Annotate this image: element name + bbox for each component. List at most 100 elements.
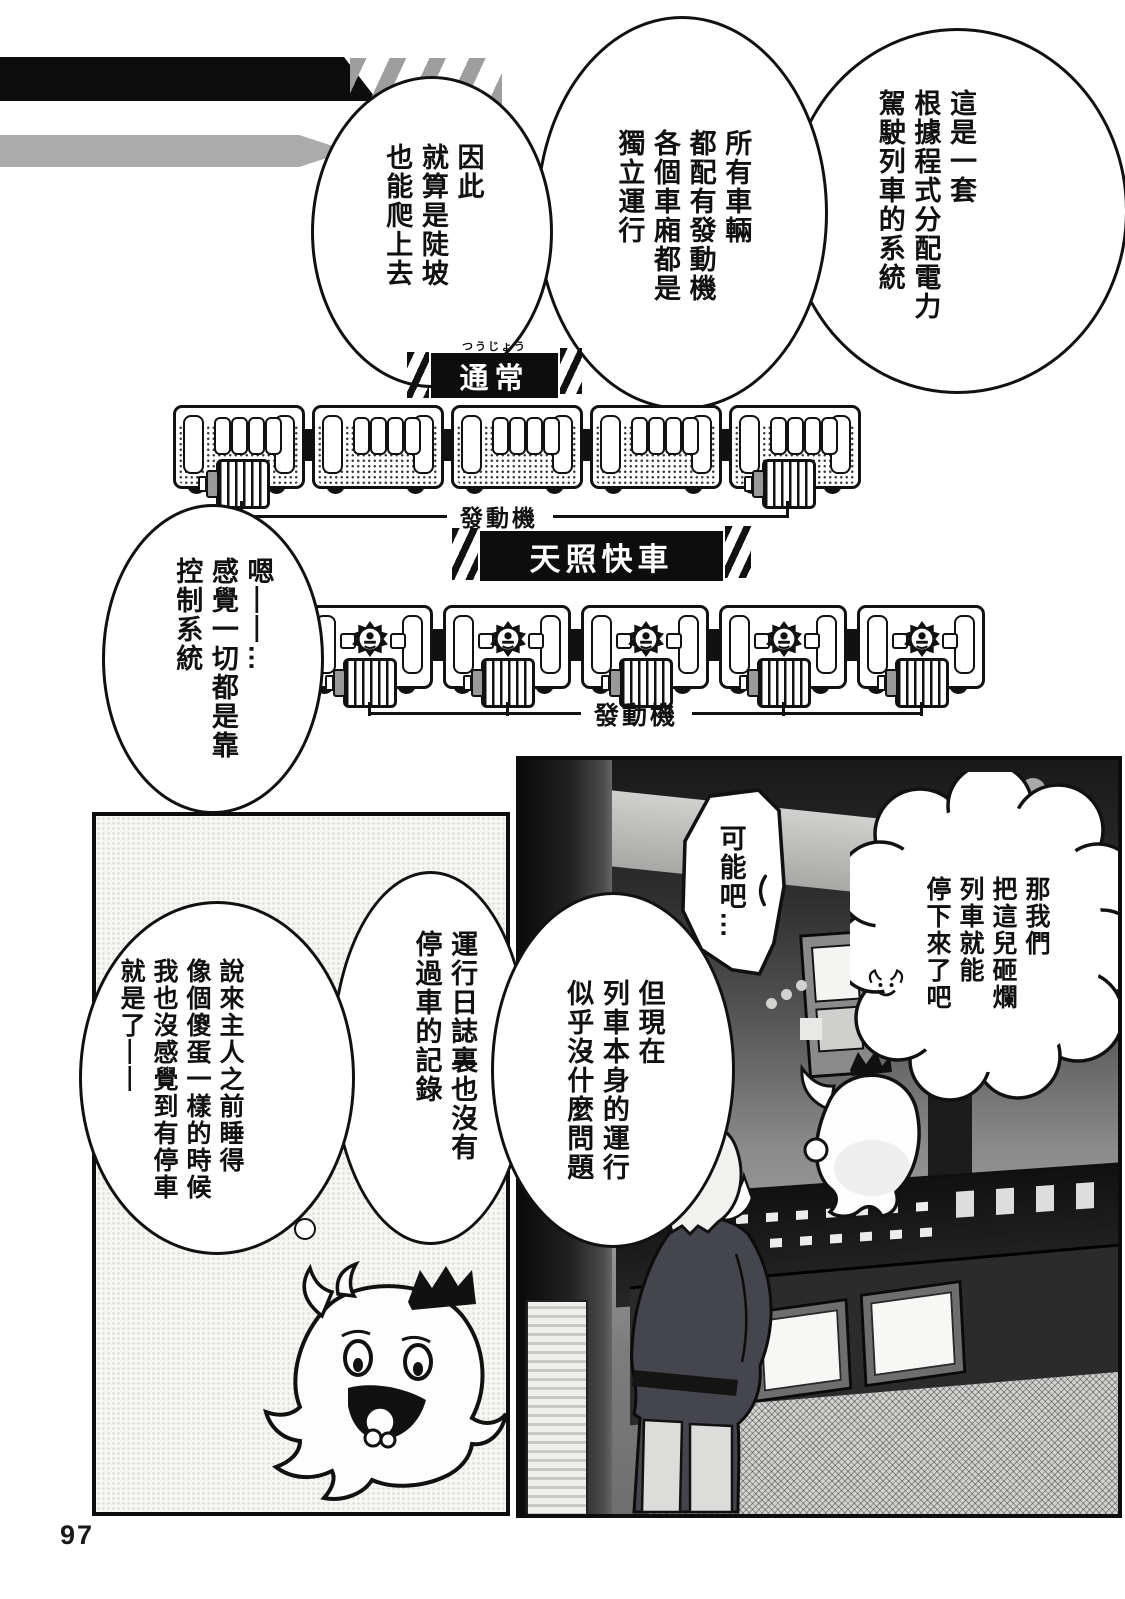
speed-band-gray — [0, 135, 348, 167]
hazard-stripes-icon — [407, 352, 429, 398]
engine-unit-icon — [601, 658, 673, 708]
label-express: 天照快車 — [480, 531, 723, 581]
sun-emblem-icon — [766, 621, 802, 657]
bubble-text: 因此 就算是陡坡 也能爬上去 — [382, 143, 484, 288]
sun-emblem-icon — [352, 621, 388, 657]
bracket-line — [553, 515, 789, 518]
bracket-line — [242, 515, 454, 518]
engine-unit-icon — [744, 459, 816, 509]
bracket-line — [920, 702, 923, 716]
panel-control-room: 那我們 把這兒砸爛 列車就能 停下來了吧 可能吧… — [516, 756, 1122, 1518]
speech-bubble-status: 但現在 列車本身的運行 似乎沒什麼問題 — [491, 892, 735, 1248]
speech-bubble-sleep: 說來主人之前睡得 像個傻蛋一樣的時候 我也沒感覺到有停車 就是了—— — [79, 901, 355, 1255]
car-window-icon — [387, 417, 404, 455]
hazard-stripes-icon — [725, 526, 751, 578]
engine-unit-icon — [877, 658, 949, 708]
speed-band-black — [0, 57, 378, 101]
car-window-icon — [821, 417, 838, 455]
car-door-icon — [600, 415, 621, 474]
car-coupler — [707, 629, 720, 661]
speech-bubble-log: 運行日誌裏也沒有 停過車的記錄 — [331, 871, 530, 1245]
console-screen — [859, 1279, 967, 1388]
car-coupler — [569, 629, 582, 661]
devil-face-icon — [868, 969, 904, 997]
bracket-line — [692, 712, 921, 715]
car-window-icon — [666, 633, 682, 649]
label-normal-furigana: つうじょう — [462, 341, 527, 353]
indicator-lamp-icon — [781, 989, 792, 1000]
thought-circle-icon — [294, 1218, 316, 1240]
car-window-icon — [248, 417, 265, 455]
car-window-icon — [787, 417, 804, 455]
car-window-icon — [631, 417, 648, 455]
car-window-icon — [492, 417, 509, 455]
engine-unit-icon — [325, 658, 397, 708]
engine-unit-icon — [198, 459, 270, 509]
car-coupler — [845, 629, 858, 661]
car-door-icon — [322, 415, 343, 474]
car-window-icon — [528, 633, 544, 649]
bubble-text: 這是一套 根據程式分配電力 駕駛列車的系統 — [874, 89, 976, 321]
car-window-icon — [265, 417, 282, 455]
maybe-bubble-outline — [681, 788, 786, 976]
car-window-icon — [942, 633, 958, 649]
car-window-icon — [804, 417, 821, 455]
car-coupler — [431, 629, 444, 661]
engine-unit-icon — [739, 658, 811, 708]
bracket-line — [506, 702, 509, 716]
car-window-icon — [543, 417, 560, 455]
speech-bubble-smash: 那我們 把這兒砸爛 列車就能 停下來了吧 — [834, 762, 1118, 1104]
bubble-text: 嗯——… 感覺一切都是靠 控制系統 — [172, 557, 274, 760]
hazard-stripes-icon — [560, 348, 582, 394]
bracket-line — [786, 501, 789, 517]
ghost-laughing-figure — [263, 1260, 506, 1501]
speech-bubble-hmm: 嗯——… 感覺一切都是靠 控制系統 — [102, 504, 324, 814]
bubble-text: 但現在 列車本身的運行 似乎沒什麼問題 — [563, 979, 665, 1182]
bracket-line — [368, 702, 371, 716]
bubble-text: 可能吧… — [715, 824, 746, 940]
car-window-icon — [804, 633, 820, 649]
label-normal: 通常 — [431, 353, 558, 398]
sun-emblem-icon — [904, 621, 940, 657]
engine-label-express: 發動機 — [593, 702, 678, 730]
speech-bubble-slope: 因此 就算是陡坡 也能爬上去 — [311, 76, 553, 388]
speech-bubble-maybe: 可能吧… — [678, 788, 788, 978]
indicator-lamp-icon — [766, 998, 777, 1009]
bubble-text: 說來主人之前睡得 像個傻蛋一樣的時候 我也沒感覺到有停車 就是了—— — [117, 958, 244, 1201]
car-window-icon — [214, 417, 231, 455]
car-window-icon — [353, 417, 370, 455]
bubble-text: 那我們 把這兒砸爛 列車就能 停下來了吧 — [923, 876, 1050, 1011]
car-window-icon — [526, 417, 543, 455]
car-window-icon — [509, 417, 526, 455]
car-window-icon — [665, 417, 682, 455]
car-door-icon — [867, 615, 888, 674]
bubble-text: 所有車輛 都配有發動機 各個車廂都是 獨立運行 — [614, 129, 752, 303]
car-window-icon — [682, 417, 699, 455]
sun-emblem-icon — [490, 621, 526, 657]
bubble-text: 運行日誌裏也沒有 停過車的記錄 — [411, 930, 478, 1162]
train-car — [729, 405, 861, 489]
sweat-drop-icon — [758, 874, 768, 907]
car-window-icon — [390, 633, 406, 649]
page-number: 97 — [60, 1520, 95, 1550]
train-car — [312, 405, 444, 489]
bracket-line — [369, 712, 581, 715]
engine-label-normal: 發動機 — [447, 499, 551, 533]
cabinet — [526, 1300, 588, 1514]
car-door-icon — [453, 615, 474, 674]
indicator-lamp-icon — [796, 980, 807, 991]
bracket-line — [782, 702, 785, 716]
wall-panel-light — [800, 1018, 822, 1040]
car-window-icon — [648, 417, 665, 455]
train-car — [590, 405, 722, 489]
car-door-icon — [183, 415, 204, 474]
speech-bubble-system: 這是一套 根據程式分配電力 駕駛列車的系統 — [787, 28, 1125, 394]
car-door-icon — [591, 615, 612, 674]
speech-bubble-motors: 所有車輛 都配有發動機 各個車廂都是 獨立運行 — [536, 16, 828, 410]
train-car — [451, 405, 583, 489]
engine-unit-icon — [463, 658, 535, 708]
car-window-icon — [404, 417, 421, 455]
hazard-stripes-icon — [452, 528, 478, 580]
car-window-icon — [370, 417, 387, 455]
car-door-icon — [739, 415, 760, 474]
